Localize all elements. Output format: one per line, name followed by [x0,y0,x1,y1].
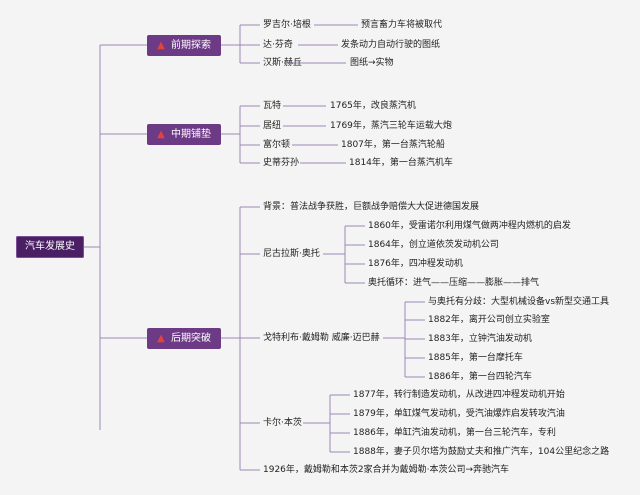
person-name: 史蒂芬孙 [263,158,300,168]
fire-icon: ▲ [157,129,165,140]
event-item: 奥托循环：进气——压缩——膨胀——排气 [368,278,540,288]
person-desc: 1765年，改良蒸汽机 [330,101,416,111]
merger-note: 1926年，戴姆勒和本茨2家合并为戴姆勒·本茨公司→奔驰汽车 [263,465,510,475]
event-item: 1860年，受雷诺尔利用煤气做两冲程内燃机的启发 [368,221,571,231]
person-name: 居纽 [263,121,282,131]
person-name: 汉斯·赫丘 [263,58,302,68]
event-item: 1888年，妻子贝尔塔为鼓励丈夫和推广汽车，104公里纪念之路 [353,447,610,457]
phase-late: ▲ 后期突破 [147,328,221,349]
person-name: 达·芬奇 [263,40,293,50]
event-item: 1883年，立钟汽油发动机 [428,334,532,344]
person-desc: 发条动力自动行驶的图纸 [341,40,441,50]
person-desc: 预言畜力车将被取代 [361,20,443,30]
event-item: 与奥托有分歧：大型机械设备vs新型交通工具 [428,297,610,307]
person-desc: 1814年，第一台蒸汽机车 [349,158,453,168]
person-name: 卡尔·本茨 [263,418,302,428]
event-item: 1882年，离开公司创立实验室 [428,315,550,325]
person-name: 罗吉尔·培根 [263,20,311,30]
event-item: 1879年，单缸煤气发动机，受汽油爆炸启发转攻汽油 [353,409,565,419]
person-desc: 1769年，蒸汽三轮车运载大炮 [330,121,452,131]
event-item: 1886年，单缸汽油发动机，第一台三轮汽车，专利 [353,428,556,438]
fire-icon: ▲ [157,333,165,344]
person-name: 瓦特 [263,101,282,111]
person-desc: 1807年，第一台蒸汽轮船 [341,140,445,150]
phase-label: 前期探索 [171,40,211,51]
fire-icon: ▲ [157,40,165,51]
event-item: 1877年，转行制造发动机，从改进四冲程发动机开始 [353,390,565,400]
person-name: 富尔顿 [263,140,291,150]
root-node: 汽车发展史 [16,236,84,258]
event-item: 1886年，第一台四轮汽车 [428,372,532,382]
phase-label: 中期铺垫 [171,129,211,140]
phase-early: ▲ 前期探索 [147,35,221,56]
person-name: 尼古拉斯·奥托 [263,249,320,259]
phase-middle: ▲ 中期铺垫 [147,124,221,145]
event-item: 1885年，第一台摩托车 [428,353,523,363]
event-item: 1876年，四冲程发动机 [368,259,463,269]
person-desc: 图纸→实物 [350,58,394,68]
person-name: 戈特利布·戴姆勒 威廉·迈巴赫 [263,333,380,343]
event-item: 1864年，创立道依茨发动机公司 [368,240,499,250]
background-note: 背景：普法战争获胜，巨额战争赔偿大大促进德国发展 [263,202,480,212]
phase-label: 后期突破 [171,333,211,344]
